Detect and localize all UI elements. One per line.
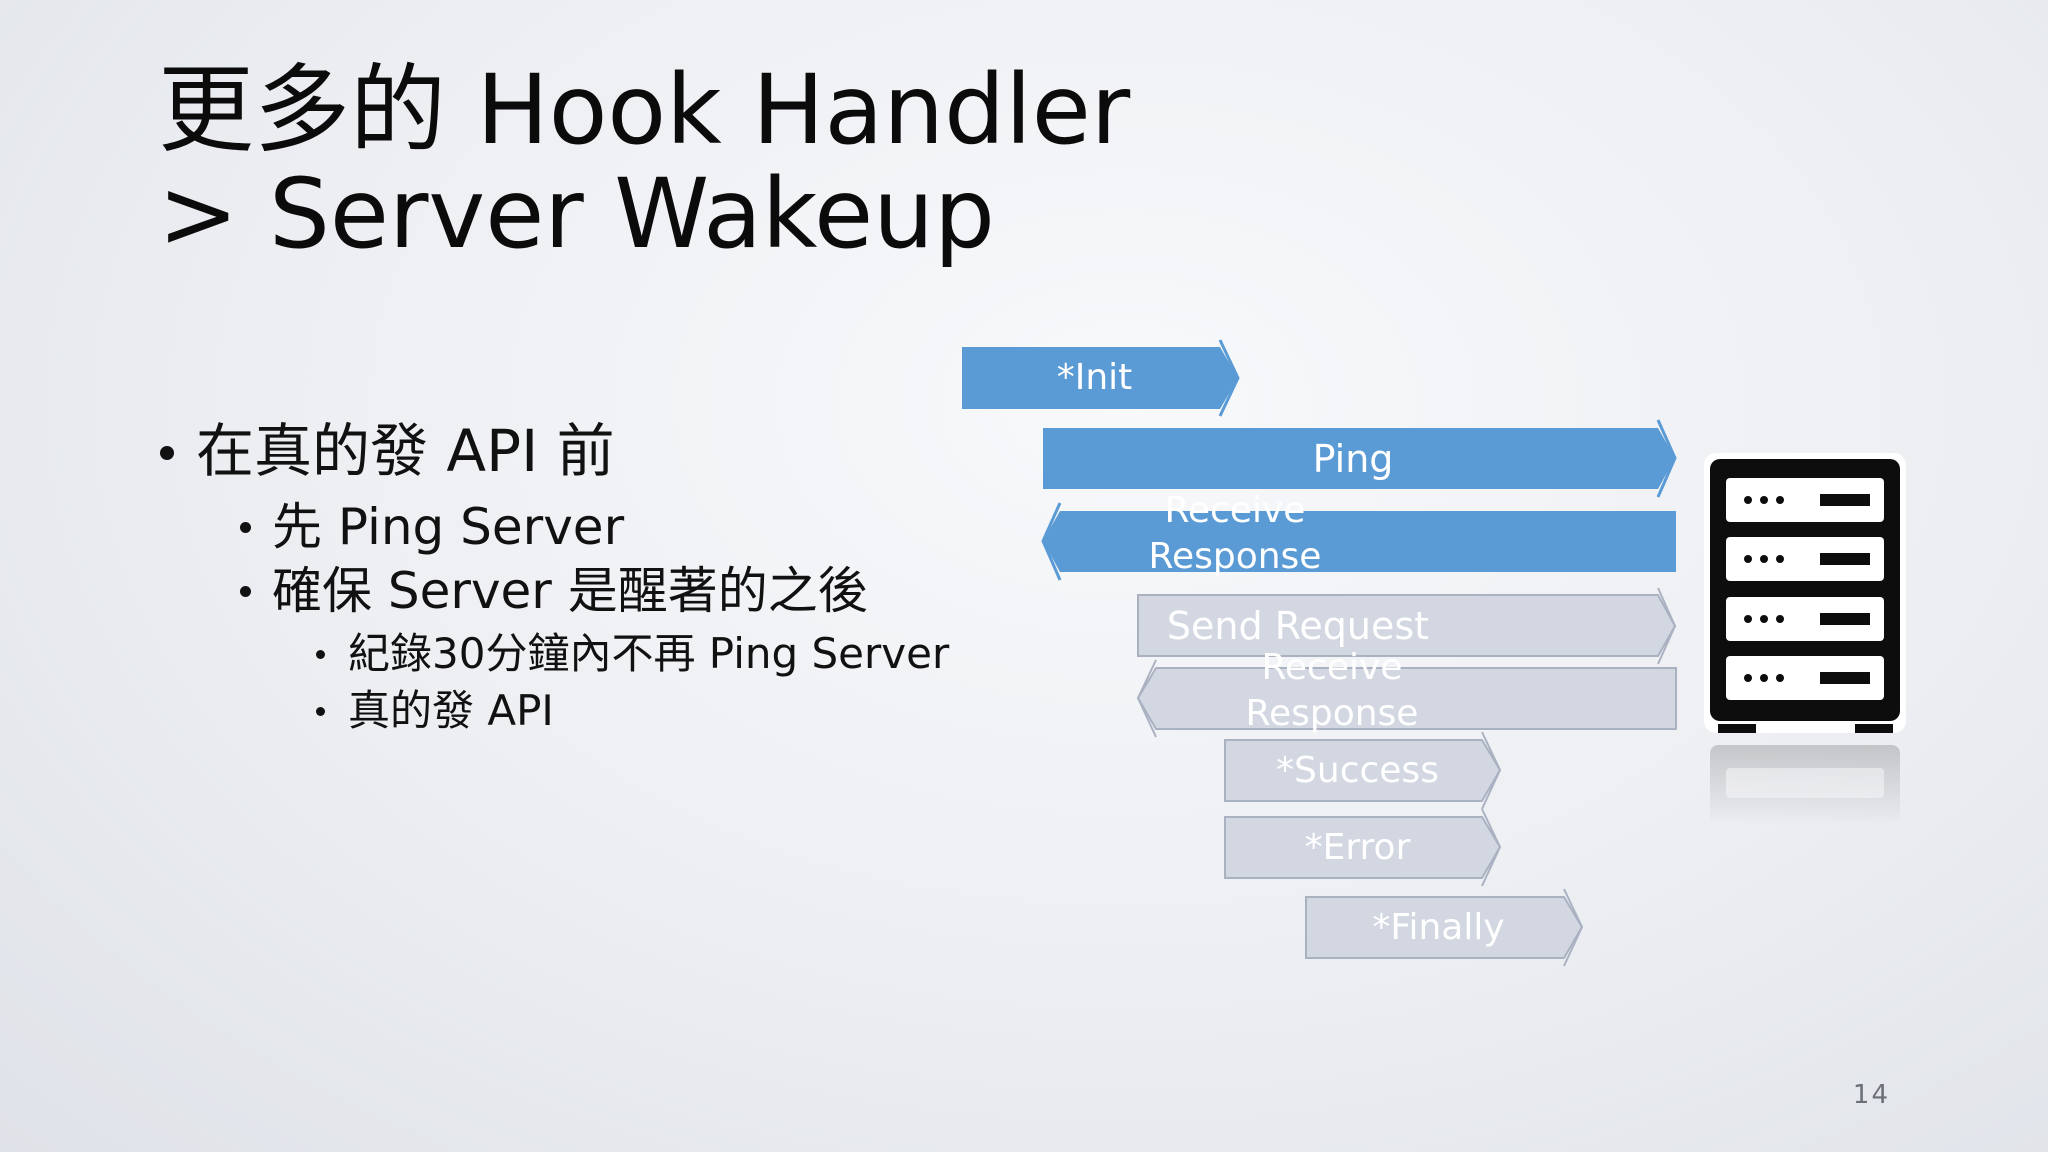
bullet-dot-icon — [240, 586, 251, 597]
bullet-dot-icon — [160, 446, 174, 460]
arrow-label-receive-response-1: Receive Response — [1148, 490, 1322, 577]
bullet-level-2: 確保 Server 是醒著的之後 — [240, 560, 868, 622]
arrow-label-finally: *Finally — [1372, 907, 1505, 948]
slide-title-line-2: > Server Wakeup — [158, 158, 995, 270]
bullet-level-2: 先 Ping Server — [240, 496, 625, 558]
bullet-text: 先 Ping Server — [272, 498, 625, 556]
arrow-finally — [1305, 896, 1584, 959]
arrow-send-request — [1137, 594, 1677, 657]
slide-title-line-1: 更多的 Hook Handler — [158, 54, 1131, 166]
bullet-dot-icon — [240, 522, 251, 533]
arrow-label-init: *Init — [1056, 357, 1133, 398]
page-number: 14 — [1852, 1080, 1890, 1110]
arrow-label-receive-response-2: Receive Response — [1245, 647, 1419, 734]
bullet-text: 真的發 API — [348, 686, 554, 735]
bullet-level-3: 真的發 API — [316, 684, 554, 738]
bullet-text: 確保 Server 是醒著的之後 — [272, 562, 868, 620]
arrow-init — [962, 347, 1238, 409]
bullet-dot-icon — [316, 707, 325, 716]
server-rack-icon — [1704, 453, 1906, 733]
server-reflection — [1710, 745, 1900, 825]
arrow-label-error: *Error — [1304, 827, 1411, 868]
bullet-level-3: 紀錄30分鐘內不再 Ping Server — [316, 627, 950, 681]
bullet-text: 在真的發 API 前 — [196, 417, 615, 485]
arrow-receive-response-1 — [1043, 511, 1676, 572]
bullet-text: 紀錄30分鐘內不再 Ping Server — [348, 629, 950, 678]
slide-title: 更多的 Hook Handler > Server Wakeup — [158, 58, 1130, 266]
bullet-dot-icon — [316, 650, 325, 659]
arrow-success — [1224, 739, 1502, 802]
bullet-list: 在真的發 API 前 先 Ping Server 確保 Server 是醒著的之… — [0, 0, 1000, 800]
arrow-label-send-request: Send Request — [1166, 604, 1430, 648]
arrow-label-success: *Success — [1276, 750, 1439, 791]
arrow-label-ping: Ping — [1312, 437, 1394, 481]
arrow-ping — [1043, 428, 1675, 489]
bullet-level-1: 在真的發 API 前 — [160, 416, 615, 486]
arrow-receive-response-2 — [1136, 667, 1677, 730]
arrow-error — [1224, 816, 1502, 879]
